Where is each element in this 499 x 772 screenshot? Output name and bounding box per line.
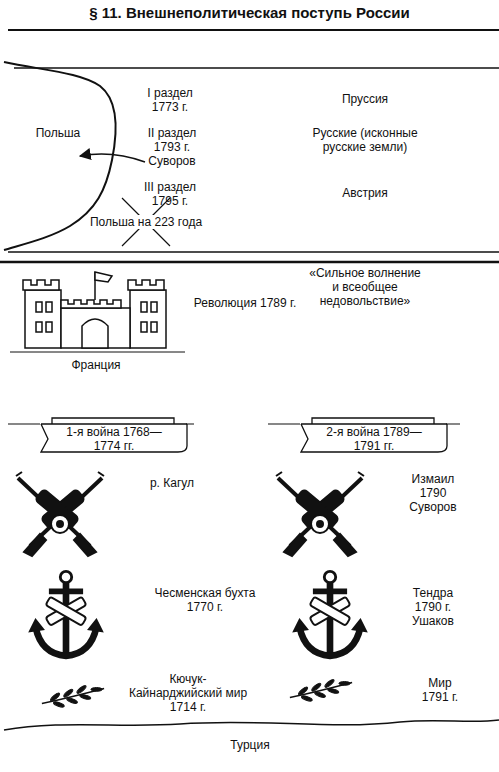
map-label: Мир 1791 г. — [415, 676, 465, 704]
map-label: II раздел 1793 г. Суворов — [137, 126, 207, 168]
map-label: Тендра 1790 г. Ушаков — [403, 586, 463, 628]
war-banner: 1-я война 1768—1774 гг. — [40, 416, 188, 454]
map-label: Революция 1789 г. — [180, 296, 310, 310]
map-label: Австрия — [315, 186, 415, 200]
war-banner: 2-я война 1789—1791 гг. — [300, 416, 448, 454]
map-label: Чесменская бухта 1770 г. — [145, 586, 265, 614]
map-label: «Сильное волнение и всеобщее недовольств… — [306, 266, 424, 308]
banner-text: 1-я война 1768—1774 гг. — [64, 425, 164, 453]
map-label: Русские (исконные русские земли) — [305, 126, 425, 154]
map-label: р. Кагул — [132, 476, 212, 490]
map-label: Турция — [200, 738, 300, 752]
map-label: Франция — [56, 358, 136, 372]
banner-text: 2-я война 1789—1791 гг. — [324, 425, 424, 453]
map-label: I раздел 1773 г. — [139, 86, 201, 114]
map-label: III раздел 1795 г. — [135, 180, 205, 208]
map-label: Польша — [33, 126, 84, 140]
map-label: Пруссия — [315, 92, 415, 106]
map-label: Кючук-Кайнарджийский мир 1714 г. — [123, 672, 253, 714]
map-label: Польша на 223 года — [87, 215, 205, 229]
map-label: Измаил 1790 Суворов — [403, 472, 463, 514]
page-title: § 11. Внешнеполитическая поступь России — [0, 4, 499, 22]
